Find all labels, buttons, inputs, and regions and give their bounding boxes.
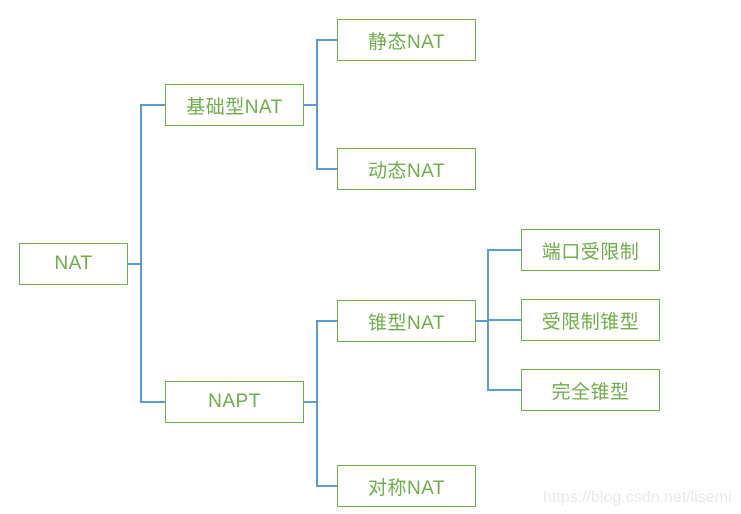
connector-to-napt [142,401,165,403]
connector-to-dynamic-nat [318,168,337,170]
node-full-cone: 完全锥型 [521,369,660,411]
connector-napt-stub [304,401,316,403]
connector-basic-nat-stub [304,104,316,106]
node-static-nat: 静态NAT [337,19,476,61]
node-restricted-cone: 受限制锥型 [521,299,660,341]
connector-nat-children-spine [140,104,142,403]
connector-cone-children-spine [487,249,489,391]
connector-basic-nat-children-spine [316,39,318,170]
connector-to-basic-nat [142,104,165,106]
connector-to-symmetric-nat [318,485,337,487]
node-nat: NAT [19,243,128,285]
connector-to-restricted-cone [489,319,521,321]
connector-cone-nat-stub [476,320,487,322]
connector-to-cone-nat [318,320,337,322]
node-napt: NAPT [165,381,304,423]
connector-to-full-cone [489,389,521,391]
connector-nat-stub [128,263,141,265]
connector-napt-children-spine [316,320,318,487]
connector-to-port-restricted [489,249,521,251]
node-symmetric-nat: 对称NAT [337,465,476,507]
node-cone-nat: 锥型NAT [337,300,476,342]
watermark: https://blog.csdn.net/lisemi [543,489,732,506]
node-port-restricted: 端口受限制 [521,229,660,271]
connector-to-static-nat [318,39,337,41]
node-basic-nat: 基础型NAT [165,84,304,126]
node-dynamic-nat: 动态NAT [337,148,476,190]
